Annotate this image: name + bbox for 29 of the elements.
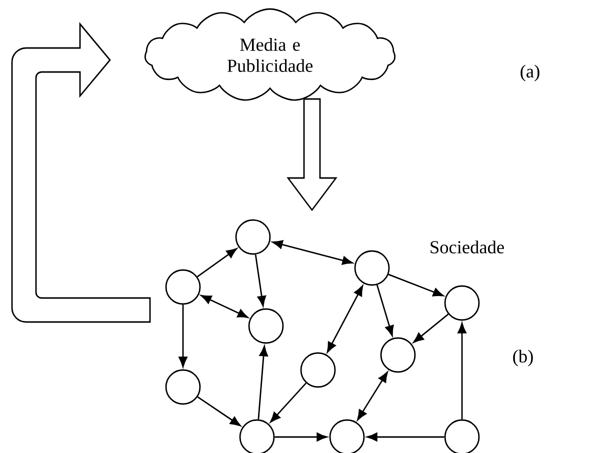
network-node-circle: [354, 250, 390, 286]
network-node-circle: [444, 285, 480, 321]
arrow: [254, 254, 266, 306]
text-label: (a): [520, 64, 540, 82]
arrow: [274, 432, 328, 442]
arrow: [200, 295, 248, 318]
network-node-circle: [235, 219, 271, 255]
arrow: [272, 240, 353, 265]
network-node-circle: [248, 308, 284, 344]
arrow: [197, 248, 238, 278]
arrow: [458, 322, 466, 420]
network-node-circle: [380, 337, 416, 373]
network-node-circle: [165, 369, 201, 405]
block-arrow: [286, 98, 338, 212]
arrow: [366, 432, 444, 442]
arrow: [270, 382, 307, 423]
feedback-block-arrow: [11, 23, 151, 323]
arrow: [258, 346, 268, 420]
arrow: [178, 304, 188, 368]
arrow: [357, 372, 388, 420]
arrow: [413, 314, 449, 343]
arrow: [326, 285, 364, 353]
arrow: [197, 396, 241, 426]
arrow: [388, 274, 444, 296]
network-node-circle: [165, 269, 201, 305]
text-label: (b): [513, 350, 533, 366]
text-label: Sociedade: [430, 240, 504, 254]
network-node-circle: [300, 352, 336, 388]
arrow: [376, 284, 394, 336]
